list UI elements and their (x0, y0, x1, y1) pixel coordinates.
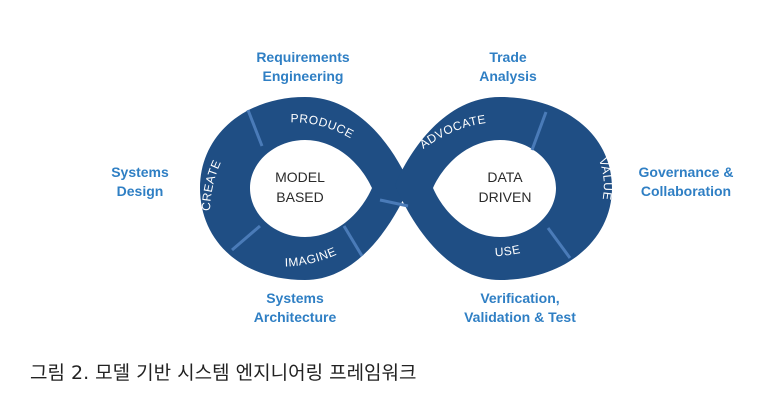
label-verification-validation-test: Verification, Validation & Test (464, 290, 576, 325)
center-data: DATA (487, 169, 523, 185)
center-based: BASED (276, 189, 323, 205)
center-model: MODEL (275, 169, 325, 185)
segment-dividers (231, 109, 572, 259)
label-trade-analysis: Trade Analysis (479, 49, 537, 84)
figure-caption: 그림 2. 모델 기반 시스템 엔지니어링 프레임워크 (30, 362, 417, 384)
label-governance-collaboration: Governance & Collaboration (638, 164, 734, 199)
right-loop-ring (395, 97, 612, 280)
center-driven: DRIVEN (479, 189, 532, 205)
loop-word-use: USE (494, 242, 521, 259)
label-systems-design: Systems Design (111, 164, 169, 199)
label-requirements-engineering: Requirements Engineering (256, 49, 350, 84)
label-systems-architecture: Systems Architecture (253, 290, 337, 325)
